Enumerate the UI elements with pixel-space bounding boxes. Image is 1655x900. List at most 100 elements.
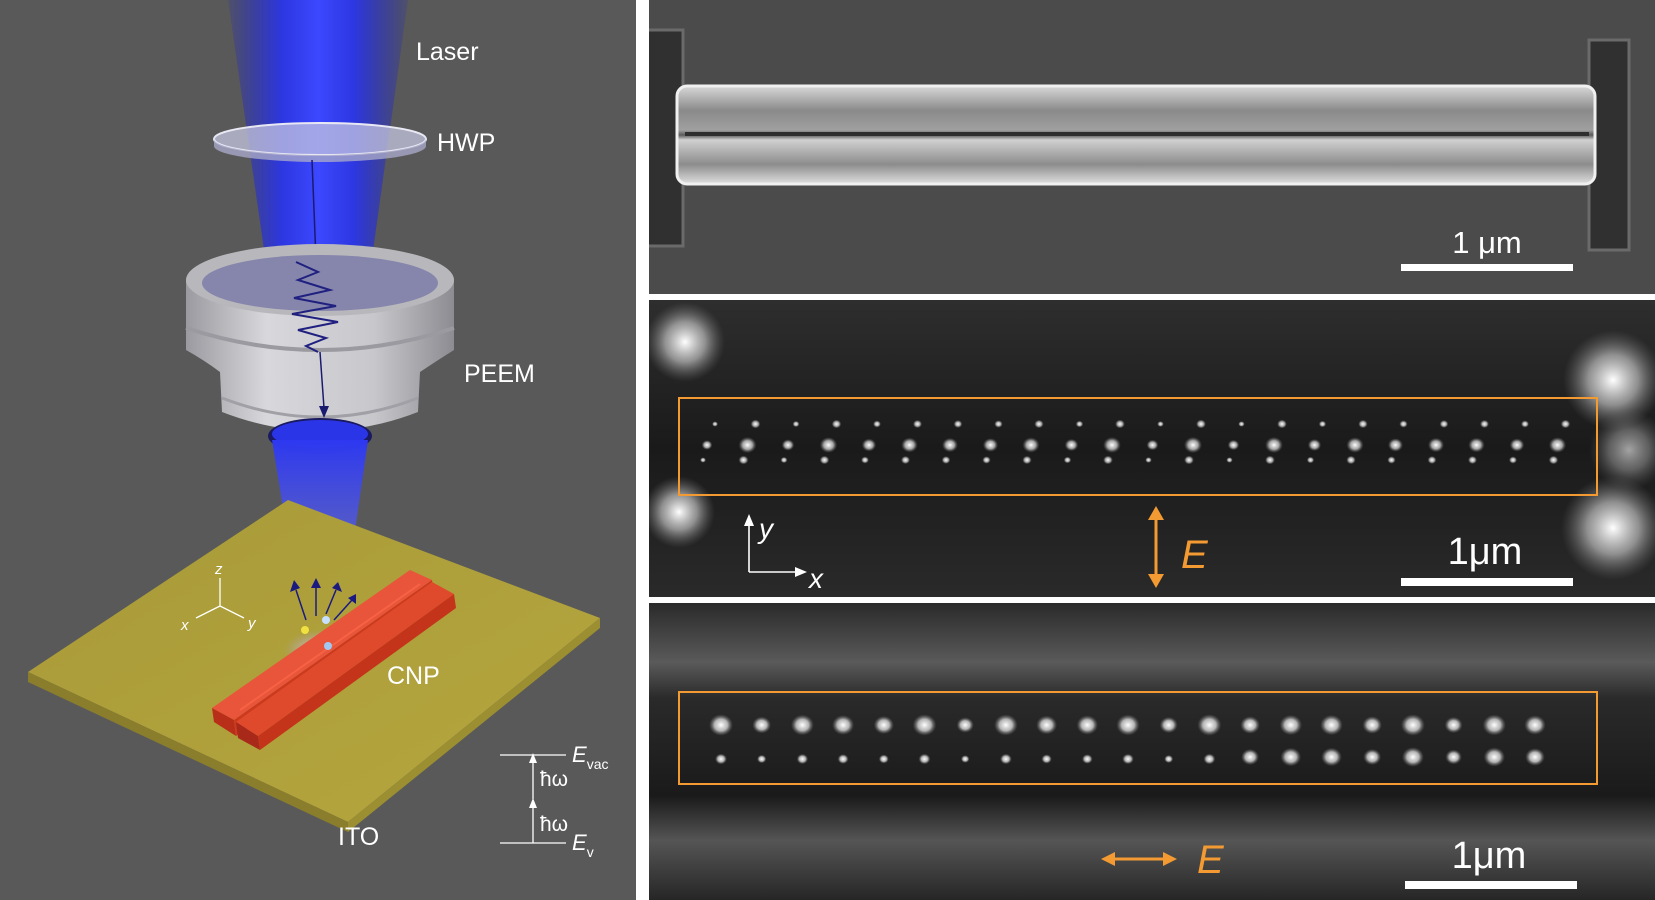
hotspot (1401, 747, 1424, 767)
hotspot (1022, 455, 1032, 465)
hotspot (1279, 714, 1303, 736)
ito-label: ITO (338, 823, 379, 851)
hotspot (819, 437, 838, 453)
hotspot (901, 437, 918, 453)
hotspot (1525, 748, 1545, 766)
laser-label: Laser (416, 38, 479, 66)
hotspot (781, 439, 795, 451)
axis-y-label: y (247, 615, 257, 632)
hotspot (873, 715, 894, 735)
hotspot (750, 419, 761, 429)
hotspot (912, 419, 923, 429)
hotspot (1467, 455, 1478, 465)
hotspot (1524, 715, 1546, 735)
hotspot (1444, 716, 1463, 734)
hotspot (1482, 714, 1506, 736)
hotspot (1362, 716, 1382, 734)
hotspot (1103, 437, 1121, 453)
hotspot (837, 754, 849, 764)
hotspot (1122, 753, 1134, 765)
hotspot (819, 455, 830, 465)
hotspot (1346, 437, 1364, 453)
hotspot (918, 753, 931, 765)
highlight-box (678, 397, 1598, 496)
hotspot (942, 437, 958, 453)
hotspot (1036, 715, 1058, 735)
hotspot (1076, 715, 1099, 735)
axis-z-label: z (214, 561, 223, 578)
polarization-arrow-horizontal (1101, 852, 1177, 866)
hotspot (790, 714, 814, 736)
hotspot (1306, 456, 1315, 464)
hotspot (999, 753, 1012, 765)
hotspot (1146, 439, 1159, 451)
pulse-waveform (291, 261, 339, 353)
hotspot (1548, 455, 1559, 465)
hotspot (1203, 753, 1216, 765)
energy-diagram (500, 754, 566, 844)
hotspot (956, 717, 974, 733)
axis-y-label-peem: y (757, 513, 775, 544)
highlight-box-2 (678, 691, 1598, 785)
hotspot (1184, 455, 1194, 465)
hotspot (1399, 420, 1408, 428)
ev-label: Ev (572, 830, 594, 860)
peem1-scale-bar (1401, 578, 1573, 586)
hotspot (960, 755, 970, 763)
hotspot (1238, 421, 1245, 427)
hotspot (792, 420, 800, 428)
evac-label: Evac (572, 742, 608, 772)
hotspot (1427, 437, 1445, 453)
field-label-peem2: E (1197, 838, 1225, 882)
hotspot (1439, 419, 1449, 429)
schematic-panel: z x y Laser HWP PEEM CNP ITO ħω ħω Evac … (0, 0, 636, 900)
hotspot (752, 716, 772, 734)
hotspot (1321, 747, 1342, 767)
hotspot (1227, 439, 1240, 451)
hotspot (1520, 420, 1530, 428)
hotspot (1509, 438, 1525, 452)
nanoprism-sem (675, 84, 1597, 186)
hotspot (712, 421, 718, 427)
sem-image-panel: 1 μm (649, 0, 1655, 294)
hotspot (796, 753, 809, 765)
hotspot (1346, 455, 1356, 465)
photoelectrons (290, 578, 356, 650)
hotspot (1184, 436, 1202, 454)
hotspot (982, 438, 999, 452)
peem2-scale-bar (1405, 881, 1577, 889)
peem2-scale-label: 1μm (1452, 835, 1527, 877)
hotspot (1064, 438, 1079, 452)
hotspot (757, 754, 767, 764)
field-label-peem1: E (1181, 533, 1209, 577)
hotspot (1548, 437, 1567, 453)
hotspot (1103, 455, 1113, 465)
hotspot (1196, 419, 1206, 429)
photon-lower-label: ħω (540, 813, 568, 836)
hotspot (1063, 456, 1072, 464)
peem-hotspots-rows (709, 714, 1546, 767)
axis-x-label: x (180, 617, 189, 634)
hotspot (1387, 456, 1396, 464)
hotspot (1115, 419, 1125, 429)
hotspot (1318, 420, 1327, 428)
hotspot (831, 419, 842, 429)
hotspot (1445, 749, 1462, 765)
hotspot (982, 456, 991, 464)
peem-label: PEEM (464, 360, 535, 388)
hotspot (1320, 714, 1343, 736)
hotspot (1265, 455, 1275, 465)
hotspot (1081, 754, 1093, 764)
hotspot (941, 456, 951, 464)
hotspot (1145, 457, 1152, 463)
hotspot (1226, 457, 1233, 463)
hotspot (861, 456, 869, 464)
hotspot (873, 420, 881, 428)
hwp-label: HWP (437, 129, 495, 157)
hotspot (1483, 747, 1505, 767)
peem-image-vertical: y x E 1μm (649, 300, 1655, 597)
sem-scale-label: 1 μm (1452, 225, 1522, 260)
hotspot (1387, 438, 1404, 452)
hotspot (994, 714, 1018, 736)
hotspot (715, 753, 727, 765)
